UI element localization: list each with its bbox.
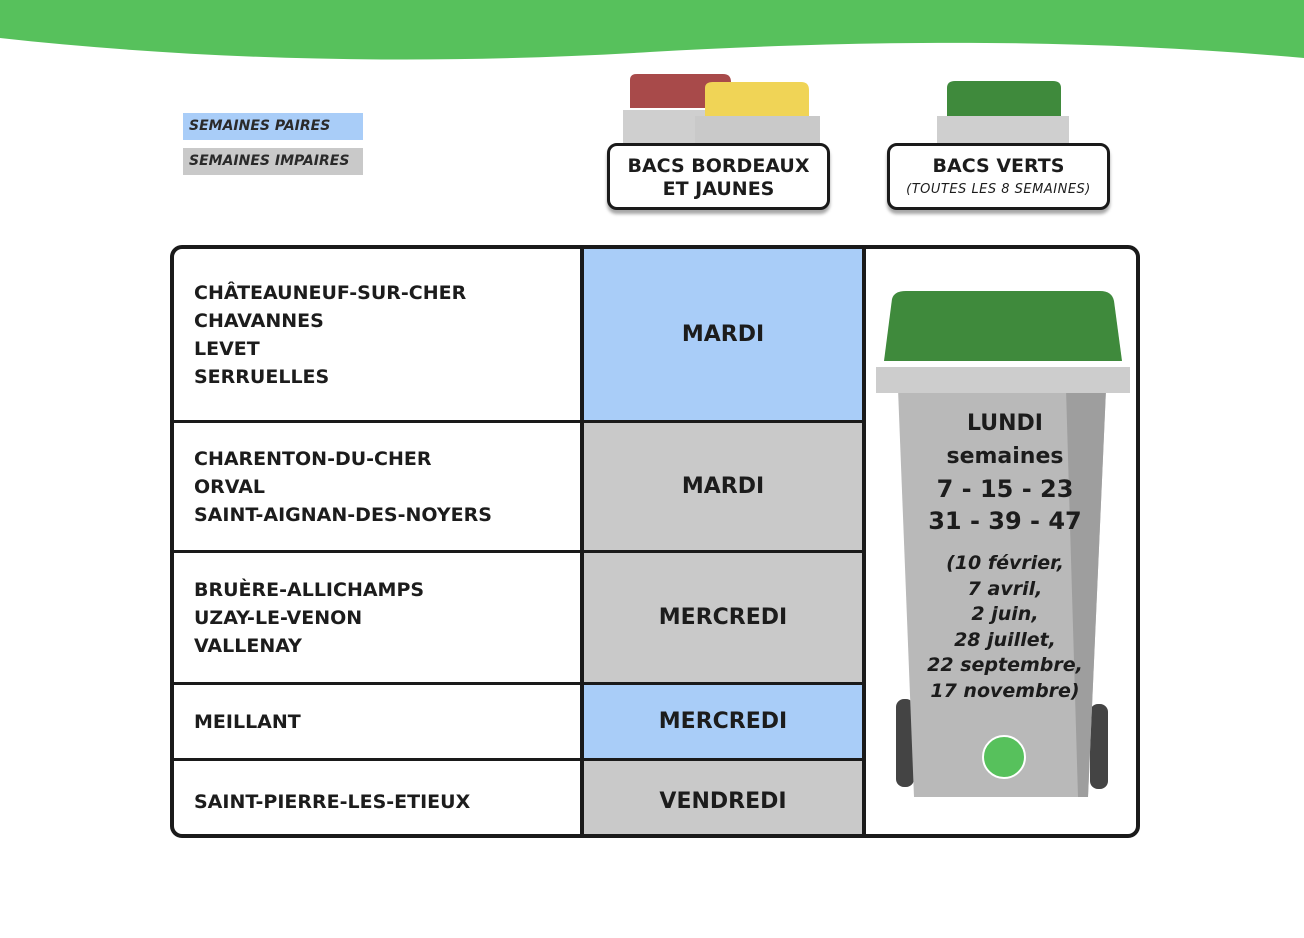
towns-cell: BRUÈRE-ALLICHAMPS UZAY-LE-VENON VALLENAY <box>174 553 580 685</box>
town: LEVET <box>194 337 260 360</box>
town: SAINT-PIERRE-LES-ETIEUX <box>194 790 471 813</box>
day-cell: MERCREDI <box>580 685 866 761</box>
date: (10 février, <box>946 552 1064 574</box>
towns-cell: MEILLANT <box>174 685 580 761</box>
day-cell: MARDI <box>580 423 866 553</box>
header-title: BACS VERTS <box>932 155 1065 177</box>
green-bin-dates: (10 février, 7 avril, 2 juin, 28 juillet… <box>866 551 1136 704</box>
town: MEILLANT <box>194 710 301 733</box>
date: 7 avril, <box>967 577 1043 600</box>
header-subtitle: (TOUTES LES 8 SEMAINES) <box>906 182 1091 197</box>
header-verts: BACS VERTS (TOUTES LES 8 SEMAINES) <box>887 143 1110 210</box>
town: CHARENTON-DU-CHER <box>194 447 432 470</box>
green-bin-day: LUNDI <box>967 411 1043 436</box>
town: BRUÈRE-ALLICHAMPS <box>194 578 425 601</box>
town: ORVAL <box>194 475 266 498</box>
legend-even-weeks: SEMAINES PAIRES <box>183 113 363 140</box>
day-cell: MARDI <box>580 249 866 423</box>
town: UZAY-LE-VENON <box>194 606 363 629</box>
day-cell: MERCREDI <box>580 553 866 685</box>
legend-odd-weeks: SEMAINES IMPAIRES <box>183 148 363 175</box>
date: 2 juin, <box>971 603 1039 625</box>
green-bin-column: LUNDI semaines 7 - 15 - 23 31 - 39 - 47 … <box>866 249 1136 834</box>
green-bin-weeks-1: 7 - 15 - 23 <box>936 475 1074 503</box>
town: CHÂTEAUNEUF-SUR-CHER <box>194 281 467 304</box>
towns-cell: SAINT-PIERRE-LES-ETIEUX <box>174 761 580 834</box>
towns-cell: CHARENTON-DU-CHER ORVAL SAINT-AIGNAN-DES… <box>174 423 580 553</box>
schedule-table: CHÂTEAUNEUF-SUR-CHER CHAVANNES LEVET SER… <box>170 245 1140 838</box>
green-bin-weeks-2: 31 - 39 - 47 <box>928 507 1082 535</box>
town: CHAVANNES <box>194 309 324 332</box>
town: SAINT-AIGNAN-DES-NOYERS <box>194 503 492 526</box>
header-wave <box>0 0 1304 60</box>
header-line: ET JAUNES <box>662 178 775 200</box>
day-cell: VENDREDI <box>580 761 866 834</box>
town: SERRUELLES <box>194 365 330 388</box>
green-bin-weeks-label: semaines <box>946 444 1064 469</box>
header-bordeaux-jaunes: BACS BORDEAUX ET JAUNES <box>607 143 830 210</box>
date: 22 septembre, <box>927 654 1083 676</box>
header-line: BACS BORDEAUX <box>627 155 810 177</box>
towns-cell: CHÂTEAUNEUF-SUR-CHER CHAVANNES LEVET SER… <box>174 249 580 423</box>
green-bin-icon <box>937 81 1069 146</box>
bordeaux-yellow-bins-icon <box>623 74 820 146</box>
date: 28 juillet, <box>954 628 1056 651</box>
large-green-bin-icon <box>876 291 1130 797</box>
town: VALLENAY <box>194 634 302 657</box>
date: 17 novembre) <box>930 679 1080 702</box>
